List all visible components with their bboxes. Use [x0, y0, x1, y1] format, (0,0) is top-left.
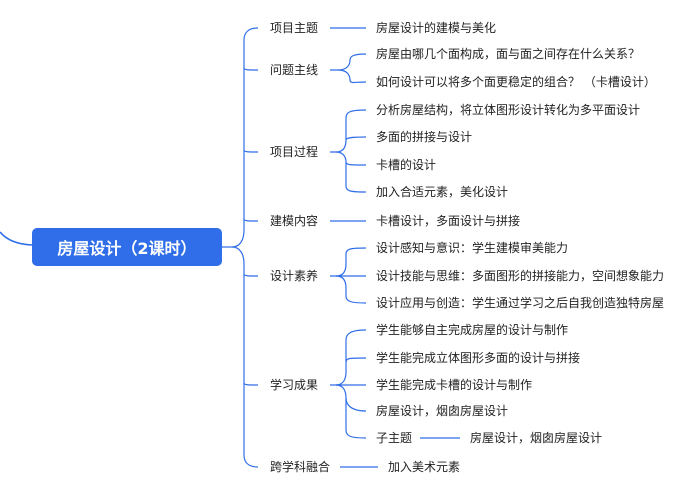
branch-interdisciplinary[interactable]: 跨学科融合: [270, 460, 331, 474]
leaf-modeling[interactable]: 卡槽设计，多面设计与拼接: [376, 214, 521, 228]
leaf-process-step[interactable]: 加入合适元素，美化设计: [376, 185, 509, 199]
leaf-process-step[interactable]: 分析房屋结构，将立体图形设计转化为多平面设计: [376, 103, 641, 117]
leaf-interdisciplinary[interactable]: 加入美术元素: [388, 460, 461, 474]
leaf-literacy[interactable]: 设计技能与思维：多面图形的拼接能力，空间想象能力: [376, 269, 665, 283]
leaf-subtopic-child[interactable]: 房屋设计，烟囱房屋设计: [470, 431, 603, 445]
leaf-topic[interactable]: 房屋设计的建模与美化: [376, 21, 497, 35]
leaf-outcome[interactable]: 学生能完成卡槽的设计与制作: [376, 378, 533, 392]
branch-design-literacy[interactable]: 设计素养: [270, 269, 319, 283]
branch-modeling-content[interactable]: 建模内容: [270, 214, 319, 228]
leaf-literacy[interactable]: 设计感知与意识：学生建模审美能力: [376, 241, 569, 255]
leaf-subtopic[interactable]: 子主题: [376, 431, 413, 445]
leaf-outcome[interactable]: 学生能够自主完成房屋的设计与制作: [376, 323, 569, 337]
root-topic[interactable]: 房屋设计（2课时）: [32, 228, 222, 266]
leaf-outcome[interactable]: 学生能完成立体图形多面的设计与拼接: [376, 351, 581, 365]
branch-problem-line[interactable]: 问题主线: [270, 63, 319, 77]
leaf-process-step[interactable]: 多面的拼接与设计: [376, 130, 473, 144]
leaf-question[interactable]: 如何设计可以将多个面更稳定的组合？ （卡槽设计）: [376, 75, 656, 89]
branch-learning-outcomes[interactable]: 学习成果: [270, 378, 319, 392]
leaf-question[interactable]: 房屋由哪几个面构成，面与面之间存在什么关系？: [376, 47, 641, 61]
leaf-process-step[interactable]: 卡槽的设计: [376, 158, 437, 172]
leaf-literacy[interactable]: 设计应用与创造：学生通过学习之后自我创造独特房屋: [376, 296, 665, 310]
leaf-outcome[interactable]: 房屋设计，烟囱房屋设计: [376, 404, 509, 418]
branch-project-theme[interactable]: 项目主题: [270, 21, 319, 35]
branch-project-process[interactable]: 项目过程: [270, 145, 319, 159]
